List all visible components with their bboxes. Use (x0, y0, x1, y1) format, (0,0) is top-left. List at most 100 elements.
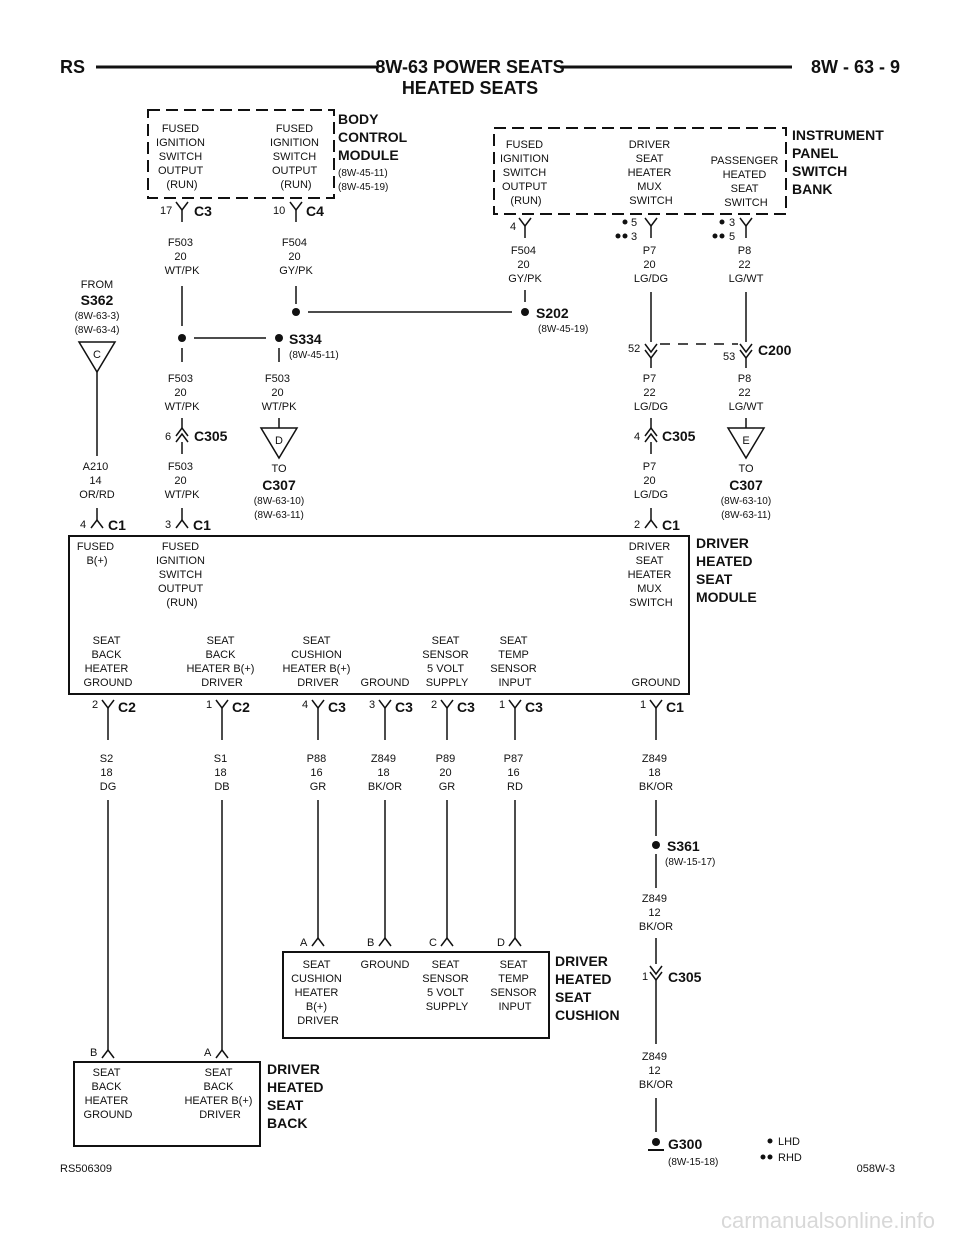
ipsb-cell-3: PASSENGER HEATED SEAT SWITCH (711, 155, 782, 209)
to-c307-d: D TO C307 (8W-63-10) (8W-63-11) (254, 427, 304, 521)
svg-text:C3: C3 (457, 699, 475, 715)
svg-text:RHD: RHD (778, 1152, 802, 1164)
cushion-name: DRIVER HEATED SEAT CUSHION (555, 953, 620, 1023)
back-name: DRIVER HEATED SEAT BACK (267, 1061, 327, 1131)
cushion-cell-4: SEAT TEMP SENSOR INPUT (490, 959, 540, 1013)
svg-text:C2: C2 (232, 699, 250, 715)
wire-p89: P89 20 GR (436, 753, 459, 793)
svg-text:C3: C3 (525, 699, 543, 715)
svg-text:4: 4 (302, 699, 308, 711)
to-c307-e: E TO C307 (8W-63-10) (8W-63-11) (721, 427, 771, 521)
bcm-cell-1: FUSED IGNITION SWITCH OUTPUT (RUN) (156, 123, 208, 191)
wire-f503-c: F503 20 WT/PK (262, 373, 297, 413)
wire-p8-b: P8 22 LG/WT (729, 373, 764, 413)
connector-back: B A (90, 1047, 229, 1059)
splice-s202-ref: (8W-45-19) (538, 324, 588, 335)
svg-text:4: 4 (634, 431, 640, 443)
svg-text:(8W-63-10): (8W-63-10) (721, 496, 771, 507)
dhsm-fused-bplus: FUSED B(+) (77, 541, 117, 567)
ipsb-cell-1: FUSED IGNITION SWITCH OUTPUT (RUN) (500, 139, 552, 207)
svg-text:C2: C2 (118, 699, 136, 715)
connector-ipsb-f504: 4 (510, 217, 532, 238)
svg-text:C305: C305 (194, 428, 228, 444)
splice-s361-ref: (8W-15-17) (665, 857, 715, 868)
connector-dhsm-c2-pin2: 2 C2 (92, 699, 136, 715)
wire-f504-b: F504 20 GY/PK (508, 245, 542, 285)
svg-text:S362: S362 (81, 292, 114, 308)
driver-heated-seat-cushion: SEAT CUSHION HEATER B(+) DRIVER GROUND S… (282, 951, 620, 1039)
wire-p7-b: P7 22 LG/DG (634, 373, 668, 413)
ipsb-cell-2: DRIVER SEAT HEATER MUX SWITCH (628, 139, 675, 207)
svg-text:C1: C1 (666, 699, 684, 715)
svg-text:3: 3 (729, 217, 735, 229)
connector-dhsm-c3-pin4: 4 C3 (302, 699, 346, 715)
splice-s202-label: S202 (536, 305, 569, 321)
svg-text:5: 5 (729, 231, 735, 243)
svg-text:FROM: FROM (81, 279, 113, 291)
svg-text:C3: C3 (328, 699, 346, 715)
wire-f503-a: F503 20 WT/PK (165, 237, 200, 277)
dhsm-5v: SEAT SENSOR 5 VOLT SUPPLY (422, 635, 472, 689)
dhsm-sch-driver: SEAT CUSHION HEATER B(+) DRIVER (282, 635, 353, 689)
connector-dhsm-c3-pin2: 2 C3 (431, 699, 475, 715)
splice-s334-ref: (8W-45-11) (289, 350, 339, 361)
connector-bcm-c4: 10 C4 (273, 201, 324, 222)
f504-junction-dot (292, 308, 300, 316)
wire-s1: S1 18 DB (214, 753, 231, 793)
splice-s361-label: S361 (667, 838, 700, 854)
svg-text:2: 2 (634, 519, 640, 531)
svg-text:6: 6 (165, 431, 171, 443)
svg-text:1: 1 (642, 971, 648, 983)
svg-text:C307: C307 (262, 477, 296, 493)
svg-text:G300: G300 (668, 1136, 702, 1152)
connector-dhsm-c1-pin1: 1 C1 (640, 699, 684, 715)
connector-dhsm-c1-a210: 4 C1 (80, 508, 126, 533)
wire-z849-b: Z849 18 BK/OR (639, 753, 673, 793)
connector-bcm-c3: 17 C3 (160, 201, 212, 222)
svg-text:2: 2 (431, 699, 437, 711)
from-s362: FROM S362 (8W-63-3) (8W-63-4) C (75, 279, 120, 374)
header-page: 8W - 63 - 9 (811, 57, 900, 77)
cushion-cell-2: GROUND (361, 959, 410, 971)
svg-text:E: E (742, 435, 749, 447)
connector-dhsm-c2-pin1: 1 C2 (206, 699, 250, 715)
svg-text:4: 4 (510, 221, 516, 233)
svg-text:53: 53 (723, 351, 735, 363)
svg-text:C305: C305 (668, 969, 702, 985)
legend: LHD RHD (760, 1136, 802, 1164)
svg-text:B: B (90, 1047, 97, 1059)
ipsb-name: INSTRUMENT PANEL SWITCH BANK (792, 127, 888, 197)
dhsm-mux: DRIVER SEAT HEATER MUX SWITCH (628, 541, 675, 609)
svg-text:A: A (300, 937, 308, 949)
svg-text:3: 3 (369, 699, 375, 711)
svg-text:1: 1 (640, 699, 646, 711)
dhsm-ground-1: GROUND (361, 677, 410, 689)
driver-heated-seat-back: SEAT BACK HEATER GROUND SEAT BACK HEATER… (73, 1061, 327, 1147)
svg-text:C4: C4 (306, 203, 324, 219)
footer-left: RS506309 (60, 1163, 112, 1175)
wire-z849-c: Z849 12 BK/OR (639, 893, 673, 933)
wire-s2: S2 18 DG (100, 753, 117, 793)
svg-text:C305: C305 (662, 428, 696, 444)
header-left: RS (60, 57, 85, 77)
svg-text:C: C (93, 349, 101, 361)
dhsm-temp: SEAT TEMP SENSOR INPUT (490, 635, 540, 689)
connector-c305-f503: 6 C305 (165, 418, 228, 444)
wire-p87: P87 16 RD (504, 753, 527, 793)
connector-dhsm-c3-pin1: 1 C3 (499, 699, 543, 715)
wire-p7-a: P7 20 LG/DG (634, 245, 668, 285)
svg-text:5: 5 (631, 217, 637, 229)
bcm-cell-2: FUSED IGNITION SWITCH OUTPUT (RUN) (270, 123, 322, 191)
svg-text:TO: TO (738, 463, 754, 475)
driver-heated-seat-module: FUSED B(+) FUSED IGNITION SWITCH OUTPUT … (68, 535, 757, 695)
svg-text:(8W-63-11): (8W-63-11) (721, 510, 771, 521)
dhsm-sbh-ground: SEAT BACK HEATER GROUND (84, 635, 133, 689)
svg-text:C: C (429, 937, 437, 949)
connector-ipsb-p8: 3 5 (712, 217, 753, 243)
connector-ipsb-p7: 5 3 (615, 217, 658, 243)
svg-text:3: 3 (631, 231, 637, 243)
svg-text:(8W-63-4): (8W-63-4) (75, 325, 120, 336)
cushion-cell-1: SEAT CUSHION HEATER B(+) DRIVER (291, 959, 345, 1027)
svg-text:17: 17 (160, 205, 172, 217)
